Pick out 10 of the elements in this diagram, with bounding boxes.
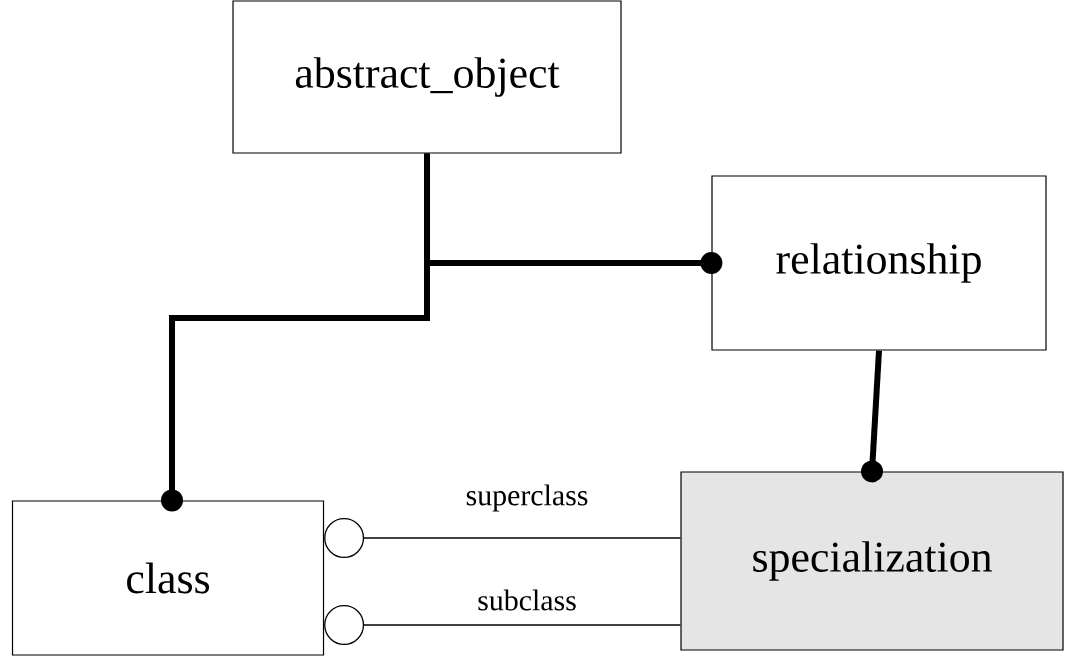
connector: [424, 153, 723, 274]
entity-box: relationship: [711, 175, 1047, 351]
entity-box: class: [11, 500, 325, 656]
entity-box: specialization: [680, 471, 1064, 651]
edge-label: superclass: [466, 484, 588, 512]
connector: [324, 605, 682, 645]
connector: [324, 518, 682, 558]
entity-box: abstract_object: [232, 0, 622, 154]
edge-label: subclass: [478, 589, 576, 611]
connector: [861, 350, 883, 483]
